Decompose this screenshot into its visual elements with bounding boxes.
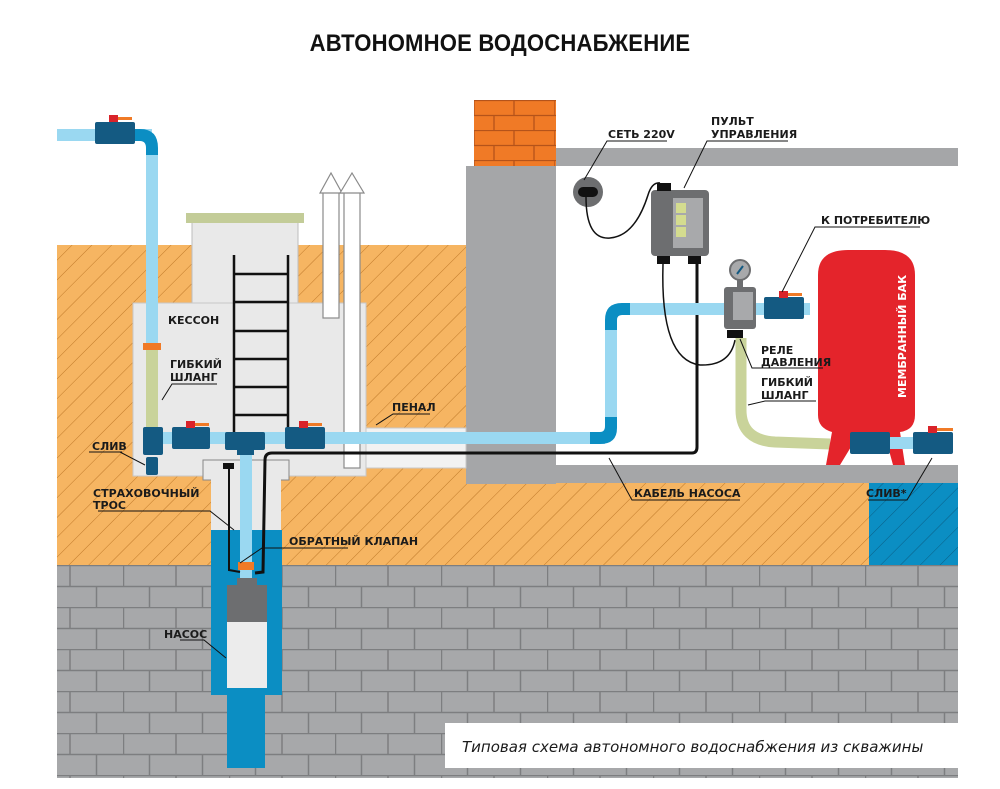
label-flex-hose-right-1: ГИБКИЙ xyxy=(761,376,813,389)
house-riser xyxy=(605,322,617,417)
inlet-valve xyxy=(95,122,135,144)
caption-text: Типовая схема автономного водоснабжения … xyxy=(462,738,923,756)
leader-lines xyxy=(89,140,933,659)
label-flex-hose-left-2: ШЛАНГ xyxy=(170,371,217,384)
label-pump-cable: КАБЕЛЬ НАСОСА xyxy=(634,487,741,500)
label-drain-right: СЛИВ* xyxy=(866,487,907,500)
page-title: АВТОНОМНОЕ ВОДОСНАБЖЕНИЕ xyxy=(309,30,691,57)
socket-holes xyxy=(578,187,598,197)
ladder xyxy=(232,255,290,440)
caption-box xyxy=(445,723,958,768)
label-pressure-switch-2: ДАВЛЕНИЯ xyxy=(761,356,831,369)
switch-cable xyxy=(662,263,736,366)
caisson-hatch xyxy=(191,219,299,306)
house-elbow-top xyxy=(605,303,632,330)
pump-body xyxy=(227,622,267,688)
valve-handles xyxy=(109,115,322,428)
inlet-riser xyxy=(146,155,158,345)
membrane-tank-label: МЕМБРАННЫЙ БАК xyxy=(896,275,909,398)
caisson-fittings xyxy=(143,427,325,475)
label-mains: СЕТЬ 220V xyxy=(608,128,675,141)
pump-cable-line xyxy=(254,262,699,575)
label-flex-hose-right-2: ШЛАНГ xyxy=(761,389,808,402)
label-casing: ПЕНАЛ xyxy=(392,401,436,414)
chimney xyxy=(474,100,556,166)
label-safety-rope-1: СТРАХОВОЧНЫЙ xyxy=(93,487,199,500)
consumer-valve xyxy=(764,297,804,319)
panel-indicator-3 xyxy=(676,227,686,237)
label-control-panel-2: УПРАВЛЕНИЯ xyxy=(711,128,797,141)
label-safety-rope-2: ТРОС xyxy=(93,499,126,512)
membrane-tank xyxy=(818,250,915,465)
house-ceiling xyxy=(556,148,958,166)
well-pipe xyxy=(240,450,252,578)
pump-cap xyxy=(237,578,257,586)
rope-anchor xyxy=(223,463,234,469)
caisson-lid xyxy=(186,213,304,223)
label-pump: НАСОС xyxy=(164,628,207,641)
vent-pipes xyxy=(318,171,366,469)
house-floor xyxy=(466,465,958,483)
drain-valve xyxy=(913,432,953,454)
flex-hose-right xyxy=(735,338,831,450)
pump-top xyxy=(227,585,267,622)
safety-rope xyxy=(228,468,241,573)
hose-coupling xyxy=(143,343,161,350)
check-valve xyxy=(238,562,254,570)
house-wall xyxy=(466,166,556,484)
label-check-valve: ОБРАТНЫЙ КЛАПАН xyxy=(289,535,418,548)
label-kesson: КЕССОН xyxy=(168,314,219,327)
panel-indicator-1 xyxy=(676,203,686,213)
main-pipe xyxy=(160,432,605,444)
tank-outlet-fitting xyxy=(850,432,890,454)
label-pressure-switch-1: РЕЛЕ xyxy=(761,344,793,357)
drain-pit xyxy=(869,482,958,565)
mains-cord xyxy=(585,182,661,239)
label-control-panel-1: ПУЛЬТ xyxy=(711,115,754,128)
house-elbow xyxy=(590,410,617,444)
well-bottom xyxy=(227,690,265,768)
label-drain-left: СЛИВ xyxy=(92,440,127,453)
flex-hose-left xyxy=(146,350,158,428)
label-flex-hose-left-1: ГИБКИЙ xyxy=(170,358,222,371)
label-to-consumer: К ПОТРЕБИТЕЛЮ xyxy=(821,214,930,227)
panel-indicator-2 xyxy=(676,215,686,225)
